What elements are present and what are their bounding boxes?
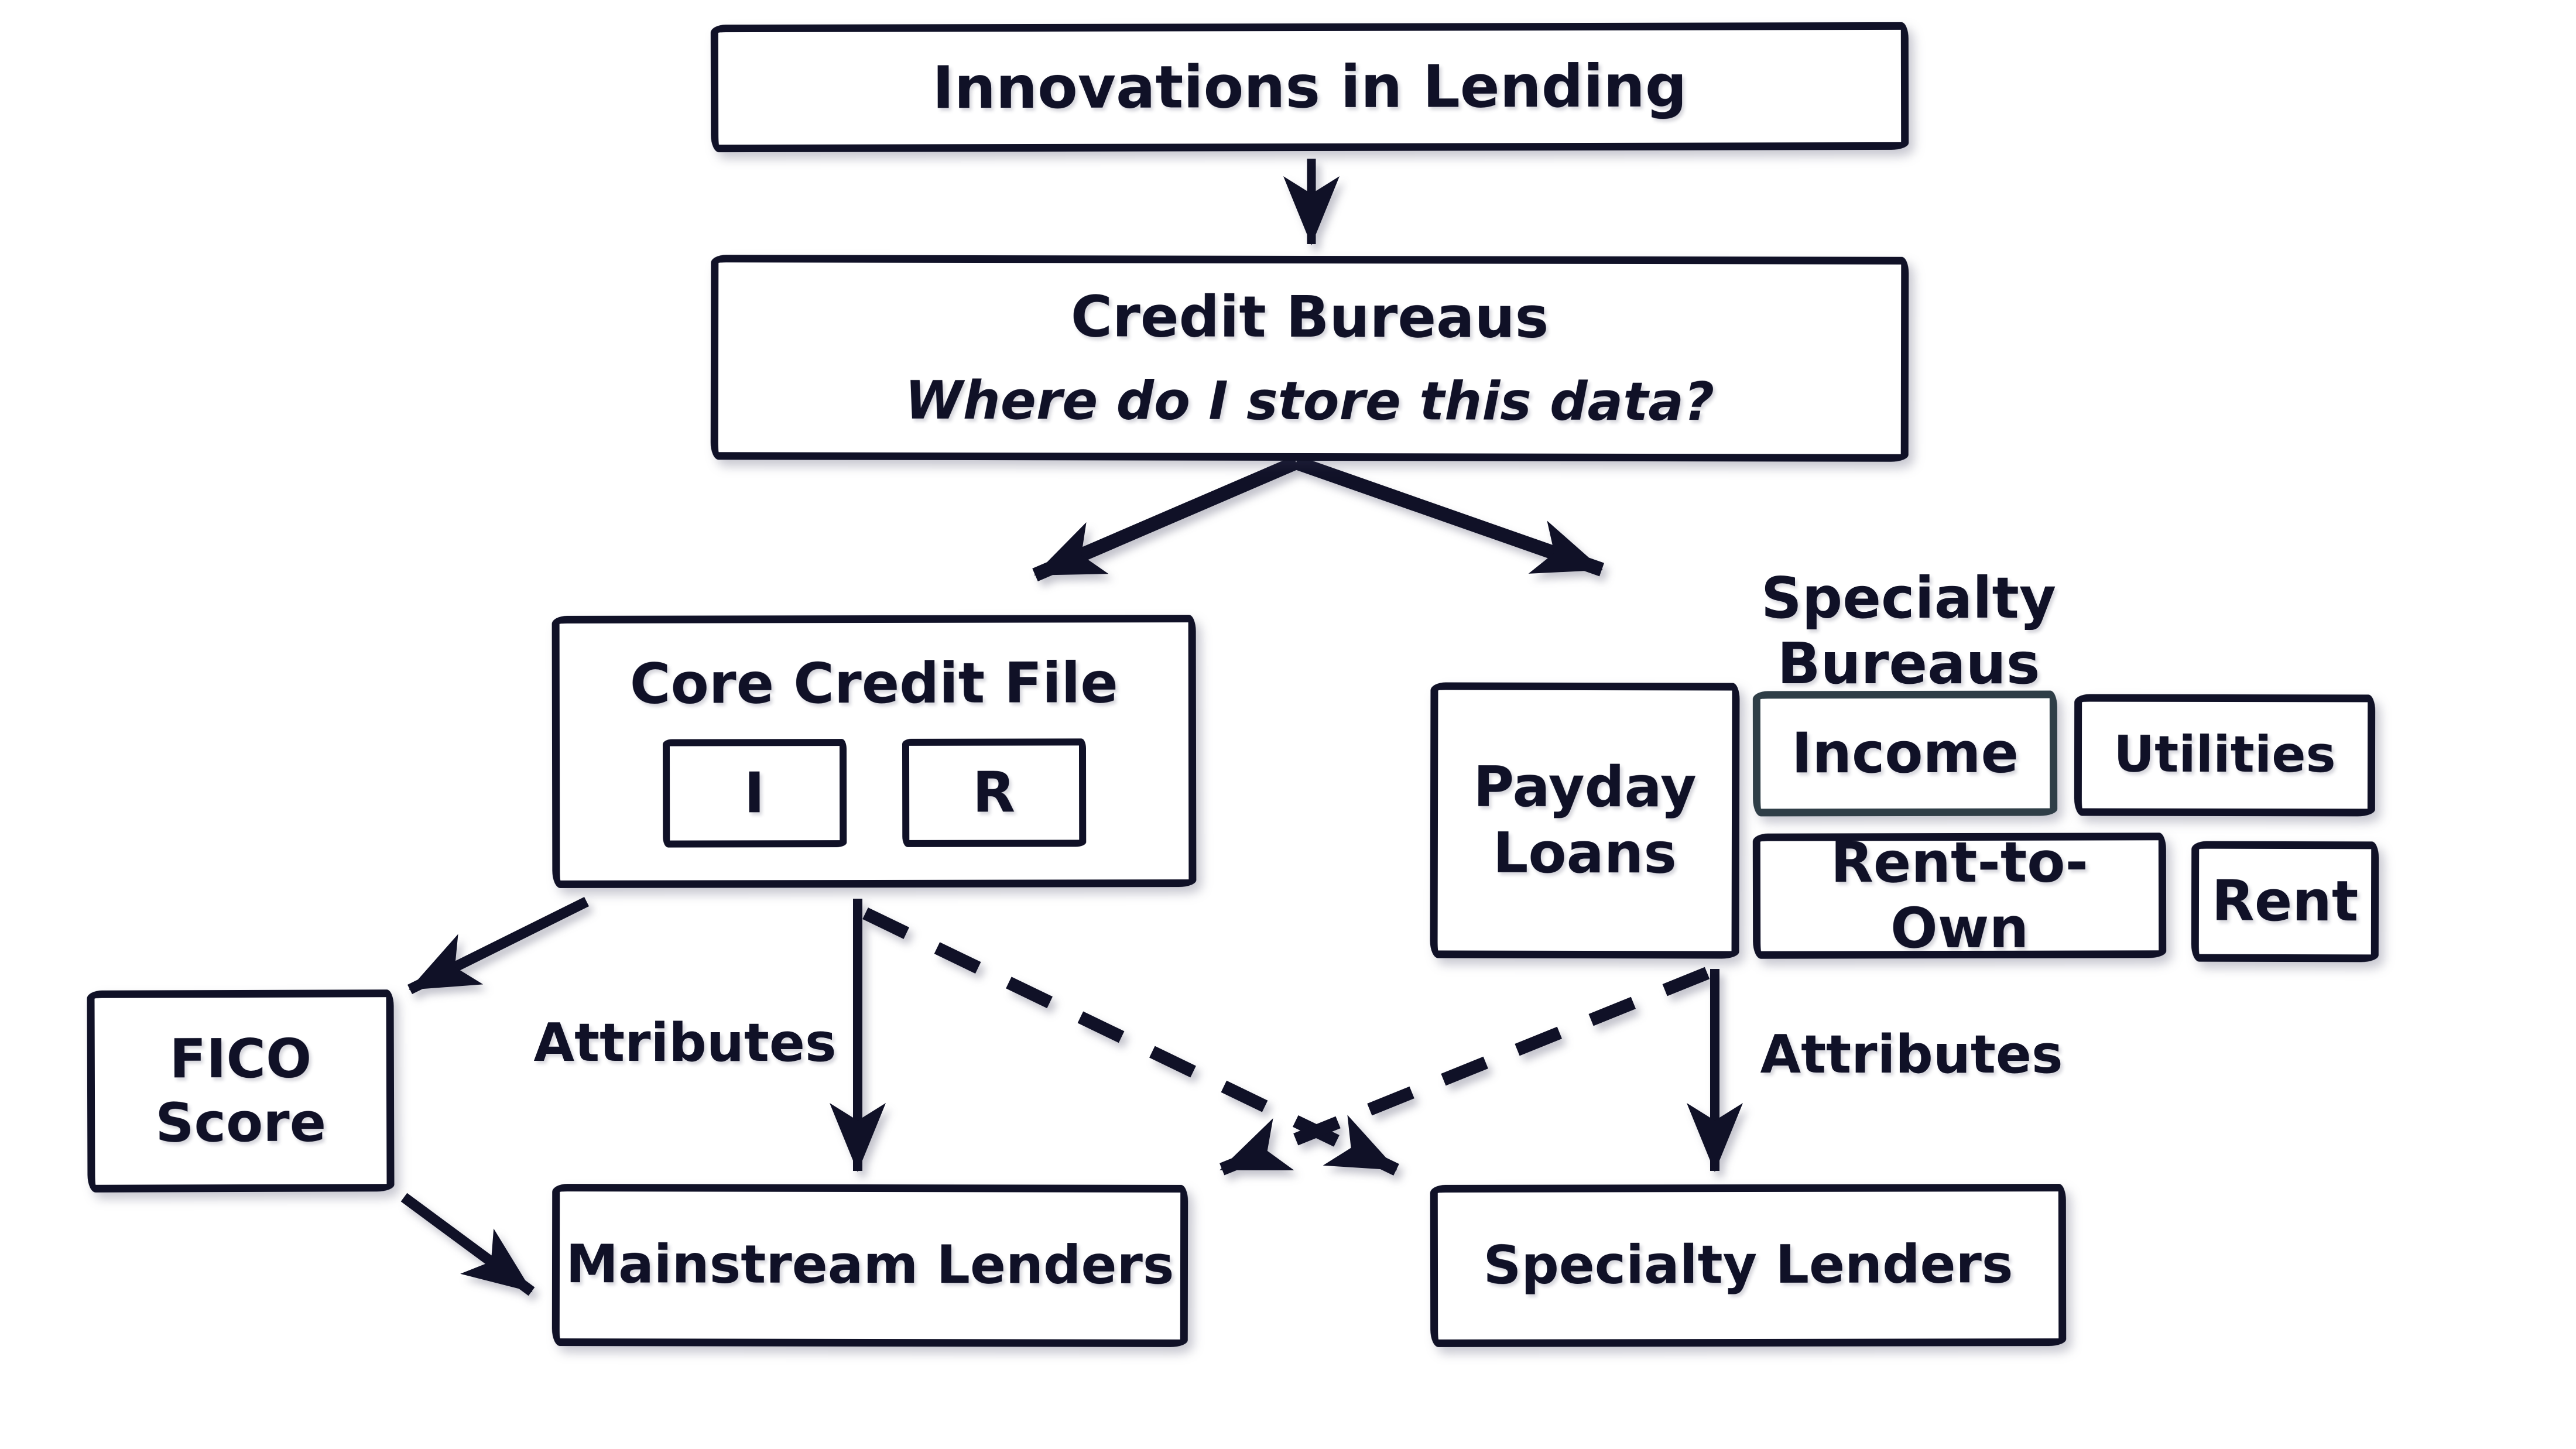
innovations-in-lending-box: Innovations in Lending (710, 22, 1909, 153)
credit-bureaus-title: Credit Bureaus (1070, 283, 1549, 351)
attributes-right-label: Attributes (1748, 1020, 2075, 1090)
rent-box: Rent (2191, 841, 2379, 962)
inquiries-label: I (744, 761, 765, 825)
dashed-arrow-core-credit-file-to-specialty-lenders (862, 907, 1399, 1176)
arrow-core-credit-file-to-fico-score (407, 896, 590, 995)
specialty-bureaus-text: Specialty Bureaus (1760, 565, 2057, 697)
credit-bureaus-question: Where do I store this data? (905, 369, 1715, 433)
arrow-credit-bureaus-to-core-credit-file (1032, 455, 1299, 582)
specialty-bureaus-label: Specialty Bureaus (1622, 566, 2195, 696)
income-label: Income (1791, 721, 2019, 786)
arrow-credit-bureaus-to-specialty-bureaus (1294, 455, 1604, 577)
dashed-arrow-specialty-bureaus-to-mainstream-lenders (1218, 967, 1710, 1176)
records-label: R (972, 761, 1016, 825)
records-box: R (902, 738, 1086, 848)
inquiries-box: I (662, 739, 847, 848)
fico-score-label: FICO Score (155, 1027, 327, 1154)
innovations-in-lending-label: Innovations in Lending (932, 52, 1687, 122)
attributes-left-text: Attributes (533, 1012, 837, 1074)
arrow-fico-score-to-mainstream-lenders (400, 1193, 535, 1296)
rent-to-own-box: Rent-to-Own (1752, 830, 2167, 961)
specialty-lenders-label: Specialty Lenders (1483, 1234, 2013, 1297)
credit-bureaus-box: Credit Bureaus Where do I store this dat… (710, 255, 1909, 462)
attributes-left-label: Attributes (527, 1008, 843, 1078)
rent-label: Rent (2211, 869, 2359, 934)
core-credit-file-box: Core Credit File I R (551, 615, 1197, 888)
rent-to-own-label: Rent-to-Own (1830, 830, 2089, 961)
core-credit-file-items: I R (662, 738, 1086, 848)
utilities-label: Utilities (2113, 725, 2336, 785)
attributes-right-text: Attributes (1760, 1024, 2063, 1086)
utilities-box: Utilities (2074, 694, 2376, 817)
payday-loans-label: Payday Loans (1473, 755, 1697, 886)
income-box: Income (1752, 690, 2058, 817)
mainstream-lenders-box: Mainstream Lenders (551, 1184, 1188, 1347)
core-credit-file-title: Core Credit File (629, 651, 1118, 717)
specialty-lenders-box: Specialty Lenders (1430, 1184, 2067, 1347)
payday-loans-box: Payday Loans (1430, 682, 1740, 959)
mainstream-lenders-label: Mainstream Lenders (566, 1234, 1174, 1297)
fico-score-box: FICO Score (87, 989, 395, 1193)
